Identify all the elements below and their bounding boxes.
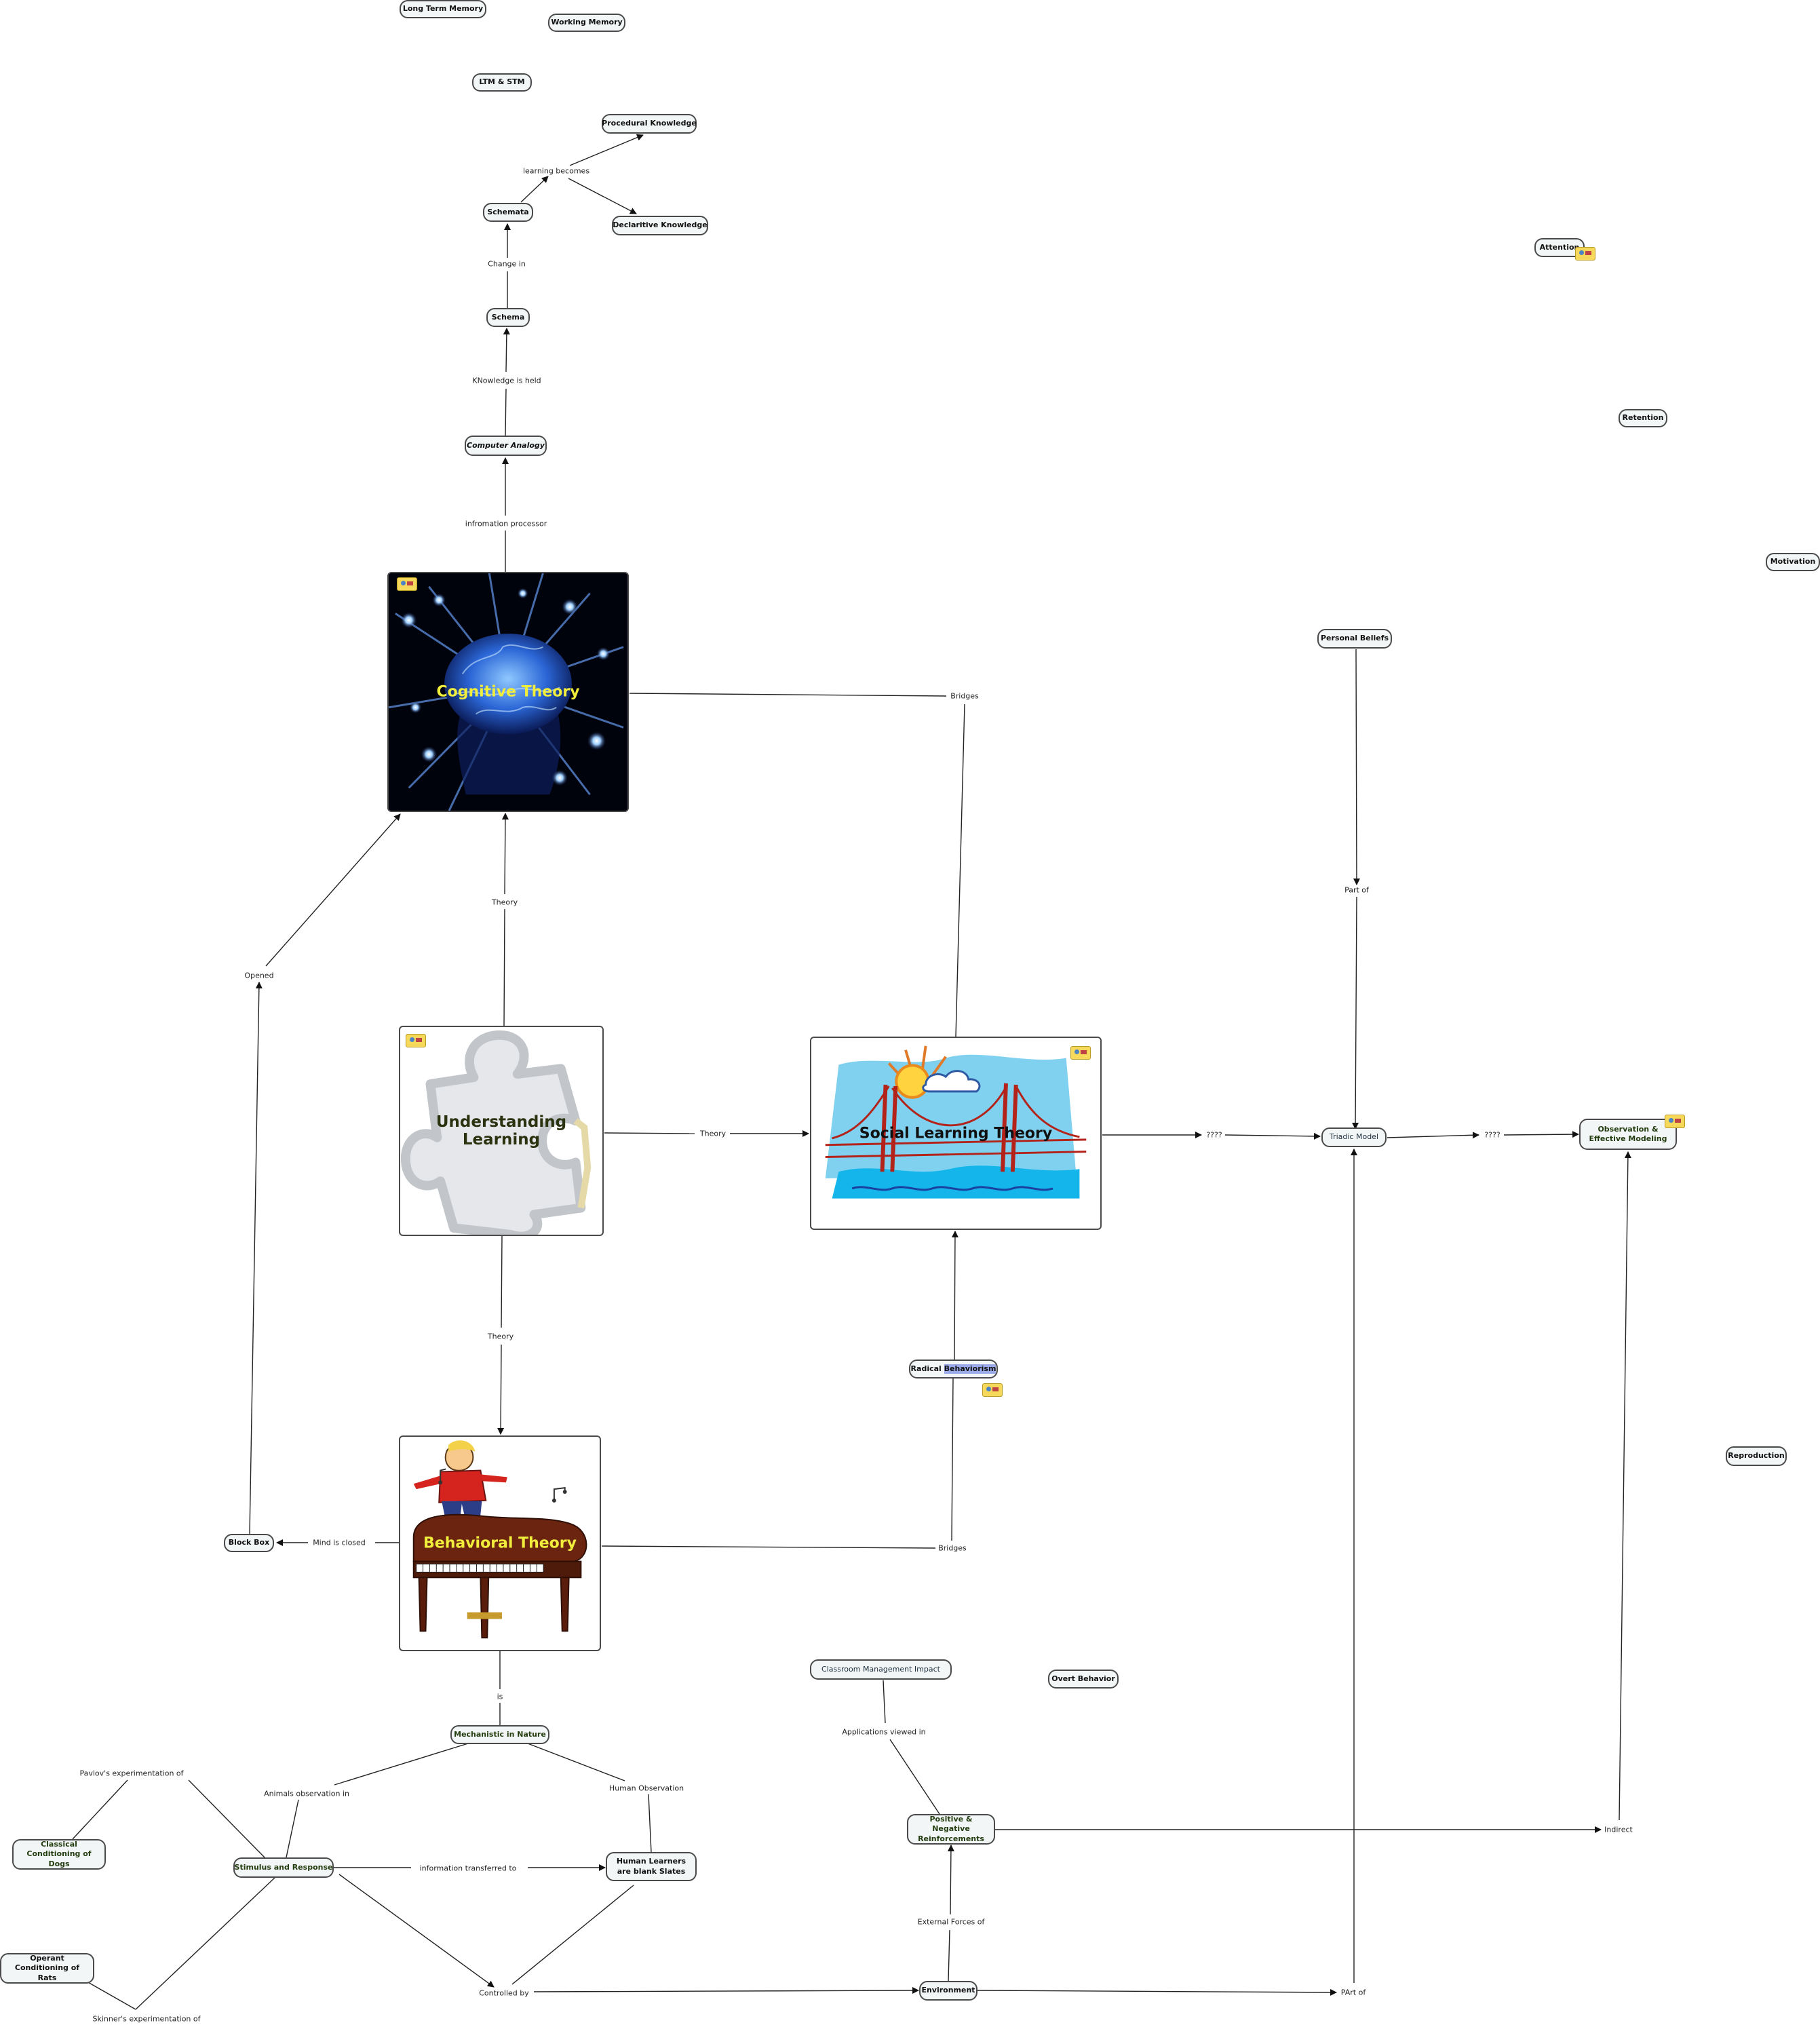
link-pavlovs-experimentation: Pavlov's experimentation of	[77, 1768, 186, 1779]
triadic-model-node[interactable]: Triadic Model	[1321, 1127, 1387, 1147]
link-animals-observation-in: Animals observation in	[262, 1788, 351, 1799]
motivation-node[interactable]: Motivation	[1766, 553, 1820, 571]
declaritive-knowledge-node[interactable]: Declaritive Knowledge	[612, 216, 708, 235]
node-label: Retention	[1622, 413, 1664, 423]
link-skinners-experimentation: Skinner's experimentation of	[90, 2013, 203, 2024]
human-learners-node[interactable]: Human Learners are blank Slates	[606, 1852, 697, 1881]
mechanistic-in-nature-node[interactable]: Mechanistic in Nature	[450, 1725, 549, 1744]
node-label: Procedural Knowledge	[602, 119, 697, 128]
computer-analogy-node[interactable]: Computer Analogy	[465, 436, 547, 456]
link-bridges-bottom: Bridges	[936, 1543, 969, 1554]
node-label: Schemata	[487, 207, 529, 216]
radical-behaviorism-resource-icon[interactable]	[982, 1383, 1003, 1397]
bridge-illustration	[825, 1045, 1087, 1199]
schema-node[interactable]: Schema	[486, 308, 530, 327]
node-label: Personal Beliefs	[1320, 634, 1389, 643]
piano-illustration	[412, 1440, 587, 1639]
classroom-management-impact-node[interactable]: Classroom Management Impact	[810, 1659, 952, 1680]
attention-resource-icon[interactable]	[1575, 247, 1595, 261]
node-label: Classroom Management Impact	[821, 1664, 940, 1674]
node-label: Long Term Memory	[402, 4, 484, 14]
reproduction-node[interactable]: Reproduction	[1726, 1446, 1787, 1466]
node-label: Observation & Effective Modeling	[1589, 1124, 1667, 1143]
node-label-highlight: Behaviorism	[944, 1364, 996, 1374]
working-memory-node[interactable]: Working Memory	[548, 14, 625, 32]
overt-behavior-node[interactable]: Overt Behavior	[1048, 1670, 1119, 1689]
link-applications-viewed-in: Applications viewed in	[840, 1727, 928, 1737]
link-knowledge-is-held: KNowledge is held	[470, 375, 543, 386]
link-infromation-processor: infromation processor	[463, 518, 549, 529]
behavioral-theory-title: Behavioral Theory	[423, 1535, 577, 1552]
classical-conditioning-node[interactable]: Classical Conditioning of Dogs	[12, 1839, 106, 1870]
node-label: Reproduction	[1728, 1451, 1785, 1461]
link-learning-becomes: learning becomes	[520, 166, 592, 176]
brain-illustration	[389, 573, 627, 811]
positive-negative-reinforcements-node[interactable]: Positive & Negative Reinforcements	[907, 1814, 995, 1845]
stimulus-and-response-node[interactable]: Stimulus and Response	[233, 1857, 334, 1878]
personal-beliefs-node[interactable]: Personal Beliefs	[1317, 629, 1392, 649]
link-part-of-top: Part of	[1342, 885, 1371, 895]
link-theory-up: Theory	[489, 897, 520, 908]
link-indirect: Indirect	[1602, 1824, 1635, 1835]
behavioral-theory-node[interactable]: Behavioral Theory	[399, 1435, 601, 1651]
link-human-observation: Human Observation	[606, 1783, 686, 1794]
node-label: Environment	[921, 1986, 975, 1995]
node-label: Stimulus and Response	[234, 1862, 333, 1872]
block-box-node[interactable]: Block Box	[224, 1534, 274, 1552]
observation-modeling-node[interactable]: Observation & Effective Modeling	[1579, 1119, 1677, 1150]
link-question-left: ????	[1204, 1130, 1224, 1140]
link-theory-right: Theory	[697, 1128, 729, 1139]
schemata-node[interactable]: Schemata	[483, 203, 533, 222]
node-label: Schema	[491, 312, 525, 322]
social-learning-theory-node[interactable]: Social Learning Theory	[810, 1037, 1102, 1230]
node-label: Radical	[910, 1364, 944, 1373]
cognitive-theory-title: Cognitive Theory	[436, 683, 580, 701]
link-external-forces-of: External Forces of	[915, 1916, 987, 1927]
node-label: Computer Analogy	[467, 440, 545, 450]
link-is: is	[495, 1691, 505, 1702]
link-controlled-by: Controlled by	[477, 1988, 531, 1999]
node-label: Triadic Model	[1329, 1132, 1379, 1142]
node-label: Working Memory	[551, 18, 623, 27]
link-opened: Opened	[242, 970, 276, 981]
puzzle-piece-illustration	[400, 1030, 592, 1235]
link-bridges-top: Bridges	[948, 691, 981, 701]
node-label: Classical Conditioning of Dogs	[26, 1840, 92, 1868]
environment-node[interactable]: Environment	[919, 1981, 977, 2001]
link-mind-is-closed: Mind is closed	[311, 1537, 368, 1548]
cognitive-resource-icon[interactable]	[397, 577, 417, 591]
node-label: Positive & Negative Reinforcements	[918, 1815, 984, 1843]
long-term-memory-node[interactable]: Long Term Memory	[400, 0, 486, 18]
node-label: Operant Conditioning of Rats	[14, 1954, 80, 1982]
understanding-resource-icon[interactable]	[406, 1034, 426, 1047]
ltm-stm-node[interactable]: LTM & STM	[472, 73, 532, 92]
node-label: Motivation	[1770, 557, 1816, 566]
node-label: Overt Behavior	[1051, 1674, 1115, 1683]
link-information-transferred-to: information transferred to	[417, 1863, 519, 1874]
link-theory-down: Theory	[485, 1331, 516, 1342]
link-change-in: Change in	[486, 258, 528, 269]
cognitive-theory-node[interactable]: Cognitive Theory	[387, 572, 629, 812]
node-label: Declaritive Knowledge	[613, 220, 708, 230]
observation-resource-icon[interactable]	[1665, 1115, 1685, 1128]
social-resource-icon[interactable]	[1070, 1046, 1091, 1060]
link-part-of-bottom: PArt of	[1338, 1987, 1368, 1998]
retention-node[interactable]: Retention	[1619, 409, 1667, 427]
node-label: LTM & STM	[479, 77, 525, 87]
radical-behaviorism-node[interactable]: Radical Behaviorism	[909, 1359, 998, 1378]
node-label: Attention	[1539, 242, 1580, 252]
understanding-learning-title: Understanding Learning	[435, 1113, 567, 1149]
link-question-right: ????	[1482, 1130, 1503, 1140]
social-learning-theory-title: Social Learning Theory	[859, 1125, 1053, 1142]
node-label: Block Box	[228, 1538, 270, 1547]
node-label: Human Learners are blank Slates	[616, 1857, 686, 1876]
procedural-knowledge-node[interactable]: Procedural Knowledge	[602, 114, 697, 134]
operant-conditioning-node[interactable]: Operant Conditioning of Rats	[0, 1953, 94, 1984]
node-label: Mechanistic in Nature	[454, 1729, 546, 1739]
understanding-learning-node[interactable]: Understanding Learning	[399, 1026, 604, 1236]
